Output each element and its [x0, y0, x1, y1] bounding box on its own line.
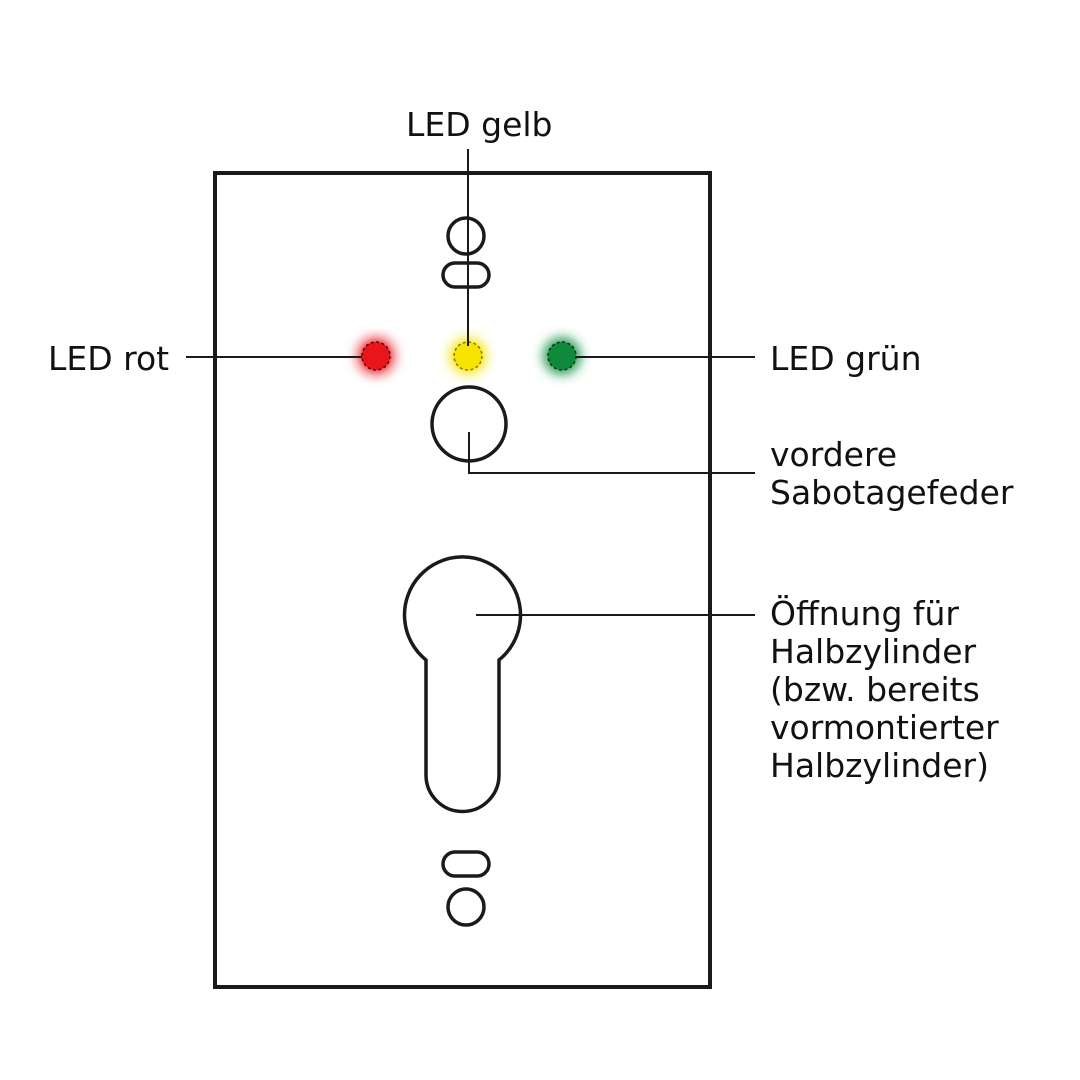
top-screw-slot [441, 261, 491, 289]
top-screw-hole [446, 216, 486, 256]
label-led-red: LED rot [48, 339, 170, 378]
bottom-screw-slot [441, 850, 491, 878]
label-cylinder-opening-line: Öffnung für [770, 594, 959, 633]
led-red [358, 338, 394, 374]
label-tamper-spring: vordere Sabotagefeder [770, 436, 1013, 512]
leader-line-tamper-spring [468, 432, 755, 474]
label-cylinder-opening-line: Halbzylinder [770, 632, 977, 671]
label-cylinder-opening-line: vormontierter [770, 708, 999, 747]
bottom-screw-hole [446, 887, 486, 927]
cylinder-opening [402, 555, 523, 814]
label-cylinder-opening-line: (bzw. bereits [770, 670, 980, 709]
label-tamper-spring-line: vordere [770, 435, 898, 474]
led-green [544, 338, 580, 374]
faceplate-outline [213, 171, 712, 989]
label-led-yellow: LED gelb [406, 105, 553, 144]
led-yellow [450, 338, 486, 374]
label-led-green: LED grün [770, 339, 922, 378]
label-cylinder-opening-line: Halbzylinder) [770, 746, 989, 785]
label-cylinder-opening: Öffnung für Halbzylinder (bzw. bereits v… [770, 595, 999, 785]
label-tamper-spring-line: Sabotagefeder [770, 473, 1014, 512]
